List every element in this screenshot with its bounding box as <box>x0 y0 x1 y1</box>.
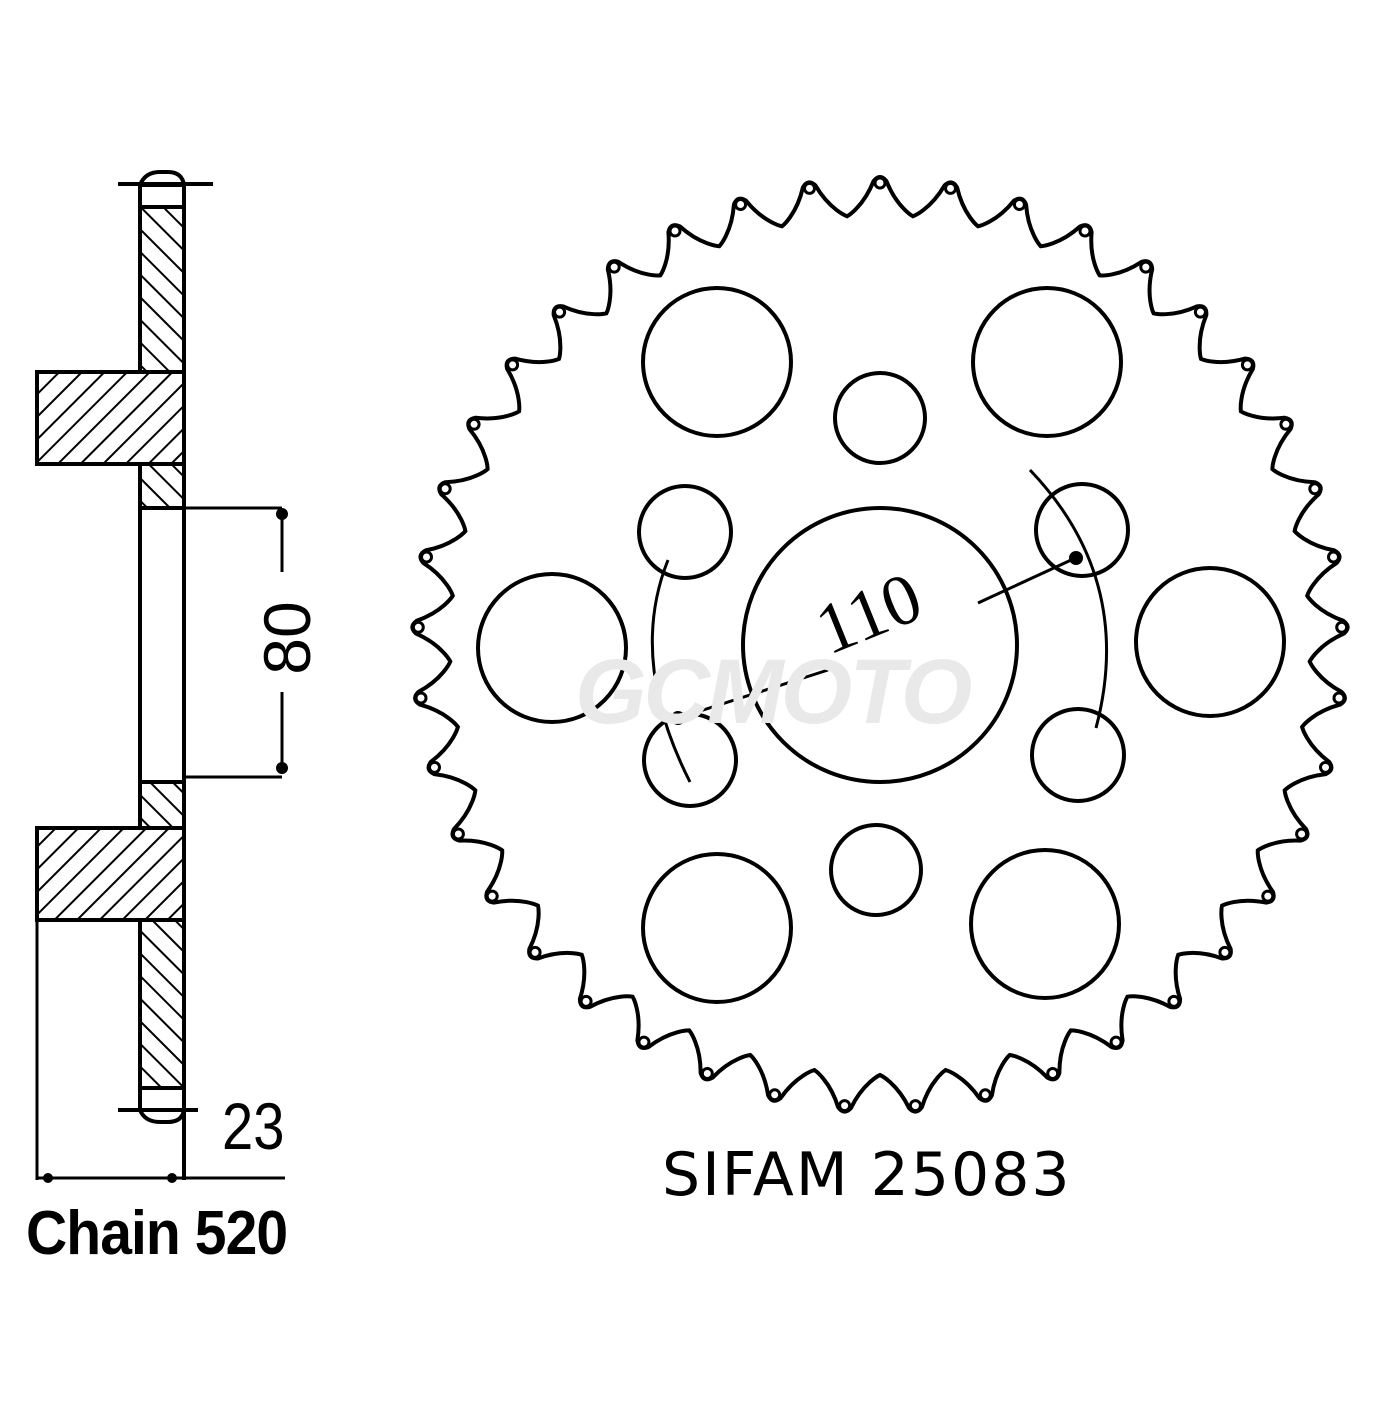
tooth-tip-dot <box>1327 550 1340 564</box>
tooth-tip-dot <box>553 305 567 319</box>
tooth-tip-dot <box>451 827 465 841</box>
tooth-tip-dot <box>734 198 748 211</box>
bolt-circle-arc-left <box>650 559 692 783</box>
watermark: GCMOTO <box>575 641 972 743</box>
tooth-tip-dot <box>1046 1067 1060 1080</box>
bolt-circle-arc-right <box>1028 468 1109 729</box>
tooth-tip-dot <box>411 620 425 634</box>
tooth-tip-dot <box>944 181 957 195</box>
tooth-tip-dot <box>1109 1035 1123 1049</box>
tooth-tip-dot <box>1218 945 1232 959</box>
tooth-top <box>138 183 186 209</box>
arrow-23-left <box>43 1173 53 1183</box>
side-section-view <box>35 170 288 1183</box>
lightening-hole-top-left <box>641 286 793 438</box>
arrow-110-left <box>671 711 685 725</box>
tooth-tip-dot <box>668 224 682 238</box>
dimension-80-label: 80 <box>250 601 324 675</box>
tooth-tip-dot <box>1279 417 1293 431</box>
lightening-hole-right <box>1134 566 1286 718</box>
arrow-23-right <box>167 1173 177 1183</box>
dim-110-line-right <box>977 553 1083 605</box>
tooth-tip-dot <box>1261 889 1275 903</box>
tooth-tip-dot <box>420 550 433 564</box>
tooth-tip-dot <box>700 1067 714 1080</box>
tooth-tip-dot <box>1295 827 1309 841</box>
part-number-label: SIFAM 25083 <box>662 1140 1072 1210</box>
tooth-tip-dot <box>1240 358 1254 372</box>
center-bore <box>741 506 1019 784</box>
hub-lower <box>35 826 186 922</box>
bolt-hole-lower-right <box>1030 707 1126 803</box>
dim-110-line-left <box>671 668 829 722</box>
tooth-tip-dot <box>467 417 481 431</box>
small-hole-bottom <box>829 823 923 917</box>
dimension-23-label: 23 <box>222 1089 285 1163</box>
tooth-bottom <box>138 1086 186 1112</box>
tooth-tip-dot <box>838 1099 852 1113</box>
arrow-110-right <box>1069 551 1083 565</box>
lightening-hole-bottom-left <box>641 852 793 1004</box>
tooth-tip-dot <box>1335 620 1349 634</box>
tooth-tip-bottom <box>138 1109 186 1124</box>
tooth-tip-dot <box>414 691 428 705</box>
plate-lower <box>138 918 186 1090</box>
lightening-hole-top-right <box>971 286 1123 438</box>
chain-label: Chain 520 <box>26 1199 288 1268</box>
tooth-tip-dot <box>506 358 520 372</box>
tooth-tip-dot <box>528 945 542 959</box>
bolt-hole-upper-right <box>1034 482 1130 578</box>
tooth-tip-dot <box>1193 305 1207 319</box>
hub-upper <box>35 370 186 466</box>
bolt-hole-upper-left <box>637 484 733 580</box>
plate-upper-inner <box>138 462 186 510</box>
tooth-tip-dot <box>485 889 499 903</box>
tooth-tip-dot <box>579 994 593 1008</box>
tooth-tip-dot <box>873 176 887 190</box>
tooth-tip-dot <box>1167 994 1181 1008</box>
tooth-tip-dot <box>637 1035 651 1049</box>
sprocket-front-view <box>410 175 1350 1114</box>
tooth-tip-top <box>138 170 186 186</box>
tooth-tip-dot <box>908 1099 922 1113</box>
tooth-tip-dot <box>1319 760 1332 774</box>
tooth-tip-dots <box>411 176 1349 1113</box>
tooth-tip-dot <box>1308 482 1322 496</box>
lightening-hole-bottom-right <box>969 848 1121 1000</box>
arrow-80-bottom <box>276 762 288 774</box>
tooth-tip-dot <box>768 1088 782 1102</box>
plate-lower-inner <box>138 780 186 830</box>
lightening-hole-left <box>476 572 628 724</box>
tooth-tip-dot <box>978 1088 992 1102</box>
tooth-tip-dot <box>1332 691 1346 705</box>
tooth-tip-dot <box>1078 224 1092 238</box>
tooth-tip-dot <box>1139 260 1153 274</box>
plate-upper <box>138 205 186 374</box>
arrow-80-top <box>276 508 288 520</box>
tooth-tip-dot <box>438 482 452 496</box>
tooth-tip-dot <box>428 760 441 774</box>
tooth-tip-dot <box>1012 198 1026 211</box>
tooth-tip-dot <box>803 181 816 195</box>
small-hole-top <box>833 371 927 465</box>
tooth-tip-dot <box>607 260 621 274</box>
